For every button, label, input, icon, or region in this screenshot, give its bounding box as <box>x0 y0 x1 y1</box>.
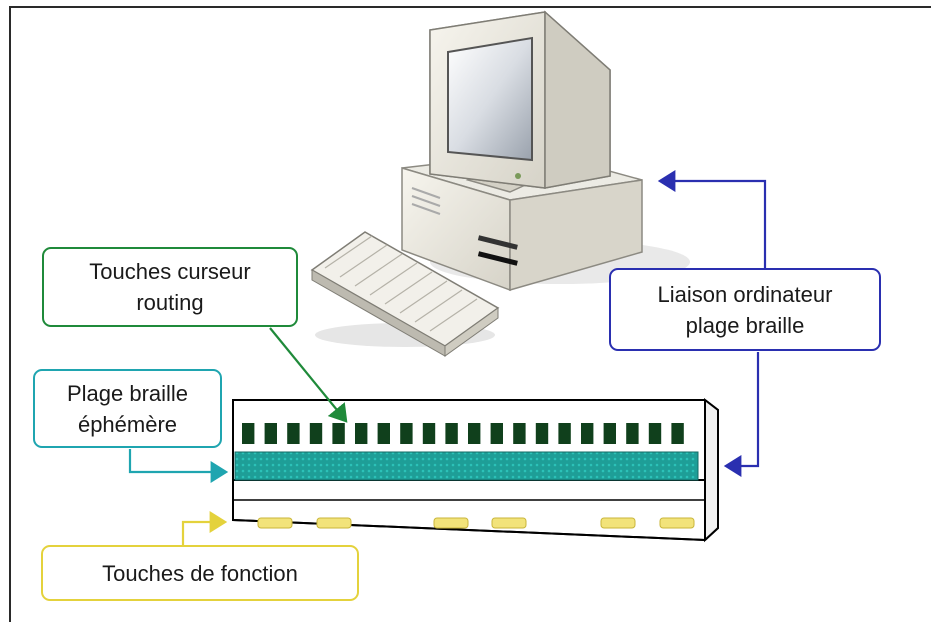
liaison-arrow-bottom <box>723 352 760 477</box>
routing-key <box>603 423 616 444</box>
function-key <box>257 517 293 529</box>
callout-plage-braille: Plage braille éphémère <box>33 369 222 448</box>
routing-arrow <box>269 327 348 423</box>
routing-key <box>671 423 684 444</box>
routing-key <box>332 423 345 444</box>
routing-key <box>264 423 277 444</box>
diagram-frame <box>9 6 931 622</box>
routing-key <box>490 423 503 444</box>
callout-routing-line1: Touches curseur <box>89 259 251 284</box>
callout-touches-curseur-routing: Touches curseur routing <box>42 247 298 327</box>
plage-arrow <box>128 449 229 483</box>
callout-plage-line1: Plage braille <box>66 380 189 406</box>
routing-key <box>422 423 436 444</box>
routing-key <box>513 423 526 444</box>
function-keys <box>257 517 695 529</box>
function-key <box>659 517 695 529</box>
routing-key <box>400 423 413 444</box>
function-key <box>600 517 636 529</box>
routing-key <box>309 423 323 444</box>
callout-fonction-line1: Touches de fonction <box>102 560 298 586</box>
callout-liaison-line2: plage braille <box>685 312 805 338</box>
callout-liaison-line1: Liaison ordinateur <box>657 281 833 307</box>
liaison-arrow-top <box>657 170 767 270</box>
callout-touches-de-fonction: Touches de fonction <box>41 545 359 601</box>
routing-key <box>287 423 300 444</box>
function-key <box>433 517 469 529</box>
routing-key <box>445 423 458 444</box>
routing-key <box>377 423 390 444</box>
routing-key <box>355 423 368 444</box>
computer-monitor-icon <box>429 10 611 193</box>
callout-liaison-ordinateur: Liaison ordinateur plage braille <box>609 268 881 351</box>
braille-display-icon <box>232 397 719 543</box>
keyboard-icon <box>310 231 500 357</box>
function-key <box>491 517 527 529</box>
routing-key <box>468 423 481 444</box>
routing-key <box>581 423 594 444</box>
braille-cell-strip <box>234 451 699 481</box>
routing-key <box>535 423 549 444</box>
callout-plage-line2: éphémère <box>77 411 178 437</box>
routing-keys <box>242 423 684 444</box>
callout-routing-line2: routing <box>136 290 204 315</box>
function-key <box>316 517 352 529</box>
routing-key <box>648 423 662 444</box>
fonction-arrow <box>181 511 228 545</box>
routing-key <box>558 423 571 444</box>
routing-key <box>626 423 639 444</box>
routing-key <box>242 423 255 444</box>
